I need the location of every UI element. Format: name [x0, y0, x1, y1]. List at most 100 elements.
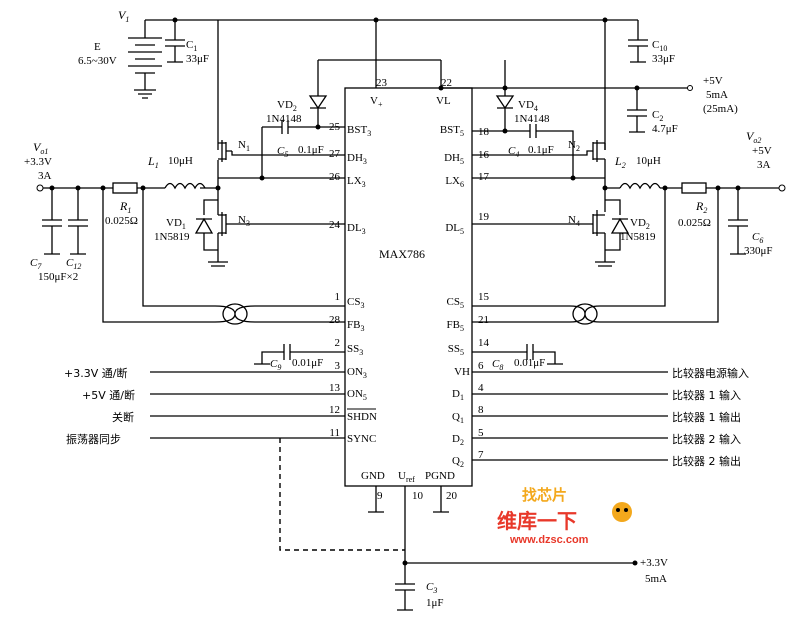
vl-peak: (25mA): [703, 103, 738, 115]
c6-value: 330μF: [744, 245, 773, 257]
c1-label: C1: [186, 39, 197, 53]
supply-rail: [128, 17, 648, 150]
vl-rail: [318, 59, 693, 133]
svg-text:DH3: DH3: [347, 152, 367, 166]
c5-value: 0.1μF: [298, 144, 324, 156]
c1-value: 33μF: [186, 53, 209, 65]
vo2-voltage: +5V: [752, 145, 772, 157]
c2-value: 4.7μF: [652, 123, 678, 135]
c4-value: 0.1μF: [528, 144, 554, 156]
ref-voltage: +3.3V: [640, 557, 668, 569]
right-pin-labels: BST5 DH5 LX6 DL5 CS5 FB5 SS5 VH D1 Q1 D2…: [440, 124, 470, 469]
c10-label: C10: [652, 39, 667, 53]
svg-text:VL: VL: [436, 95, 451, 107]
svg-text:DH5: DH5: [444, 152, 464, 166]
svg-text:维库一下: 维库一下: [497, 509, 577, 533]
svg-text:SYNC: SYNC: [347, 433, 376, 445]
svg-text:找芯片: 找芯片: [522, 486, 567, 504]
svg-text:3: 3: [335, 360, 341, 372]
vo1-current: 3A: [38, 170, 52, 182]
svg-text:9: 9: [377, 490, 383, 502]
vo1-label: Vo1: [33, 140, 48, 156]
vd2-label: VD2: [277, 99, 297, 113]
svg-text:21: 21: [478, 314, 489, 326]
svg-text:20: 20: [446, 490, 458, 502]
v1-label: V1: [118, 8, 129, 24]
svg-text:Uref: Uref: [398, 470, 415, 484]
r1-value: 0.025Ω: [105, 215, 138, 227]
n1-label: N1: [238, 139, 250, 153]
svg-text:27: 27: [329, 148, 341, 160]
svg-text:17: 17: [478, 171, 490, 183]
svg-text:V+: V+: [370, 95, 383, 109]
svg-text:CS5: CS5: [447, 296, 464, 310]
right-control-lines: [472, 371, 668, 461]
vo2-label: Vo2: [746, 129, 761, 145]
ref-current: 5mA: [645, 573, 667, 585]
svg-text:www.dzsc.com: www.dzsc.com: [509, 534, 589, 546]
label-shdn: 关断: [112, 410, 134, 424]
svg-text:8: 8: [478, 404, 484, 416]
c8-value: 0.01μF: [514, 357, 545, 369]
svg-text:FB5: FB5: [447, 319, 464, 333]
svg-text:SHDN: SHDN: [347, 411, 377, 423]
vd4-label: VD4: [518, 99, 538, 113]
svg-text:DL5: DL5: [445, 222, 464, 236]
svg-text:7: 7: [478, 449, 484, 461]
ic-body: [344, 87, 473, 487]
r1-label: R1: [119, 199, 131, 215]
c4-label: C4: [508, 145, 519, 159]
vd2b-label: VD2: [630, 217, 650, 231]
svg-text:D1: D1: [452, 388, 464, 402]
l2-value: 10μH: [636, 155, 661, 167]
svg-text:23: 23: [376, 77, 388, 89]
svg-text:11: 11: [329, 427, 340, 439]
svg-text:5: 5: [478, 427, 484, 439]
svg-text:6: 6: [478, 360, 484, 372]
vd1-value: 1N5819: [154, 231, 190, 243]
svg-text:CS3: CS3: [347, 296, 364, 310]
label-q2: 比较器 2 输出: [672, 454, 741, 468]
label-vh: 比较器电源输入: [672, 366, 749, 380]
l1-label: L1: [147, 154, 159, 170]
vl-current: 5mA: [706, 89, 728, 101]
svg-text:19: 19: [478, 211, 490, 223]
bottom-pins: GND Uref PGND 9 10 20: [361, 470, 458, 502]
label-on3: +3.3V 通/断: [64, 366, 127, 380]
svg-text:24: 24: [329, 219, 341, 231]
watermark-logo: 找芯片 维库一下 www.dzsc.com: [497, 486, 632, 546]
svg-text:GND: GND: [361, 470, 385, 482]
c12-value: 150μF×2: [38, 271, 78, 283]
svg-text:BST3: BST3: [347, 124, 371, 138]
svg-text:14: 14: [478, 337, 490, 349]
svg-text:15: 15: [478, 291, 490, 303]
vd2b-value: 1N5819: [620, 231, 656, 243]
left-pin-numbers: 25 27 26 24 1 28 2 3 13 12 11: [329, 121, 341, 439]
svg-text:SS3: SS3: [347, 343, 363, 357]
label-d2: 比较器 2 输入: [672, 432, 741, 446]
l1-value: 10μH: [168, 155, 193, 167]
left-pin-labels: BST3 DH3 LX3 DL3 CS3 FB3 SS3 ON3 ON5 SHD…: [347, 124, 377, 445]
svg-text:LX6: LX6: [445, 175, 464, 189]
n4-label: N4: [568, 214, 580, 228]
svg-text:Q2: Q2: [452, 455, 464, 469]
svg-text:4: 4: [478, 382, 484, 394]
bottom-wiring: [368, 486, 638, 611]
svg-text:12: 12: [329, 404, 340, 416]
svg-text:28: 28: [329, 314, 341, 326]
label-q1: 比较器 1 输出: [672, 410, 741, 424]
label-on5: +5V 通/断: [82, 388, 135, 402]
r2-value: 0.025Ω: [678, 217, 711, 229]
c2-label: C2: [652, 109, 663, 123]
c8-label: C8: [492, 358, 503, 372]
vo1-voltage: +3.3V: [24, 156, 52, 168]
right-pin-numbers: 18 16 17 19 15 21 14 6 4 8 5 7: [478, 126, 490, 461]
n2-label: N2: [568, 139, 580, 153]
top-pins: 23 22 V+ VL: [370, 77, 452, 109]
l2-label: L2: [614, 154, 626, 170]
battery-value: 6.5~30V: [78, 55, 117, 67]
c9-label: C9: [270, 358, 281, 372]
battery-label: E: [94, 41, 101, 53]
left-control-lines: [150, 371, 405, 551]
